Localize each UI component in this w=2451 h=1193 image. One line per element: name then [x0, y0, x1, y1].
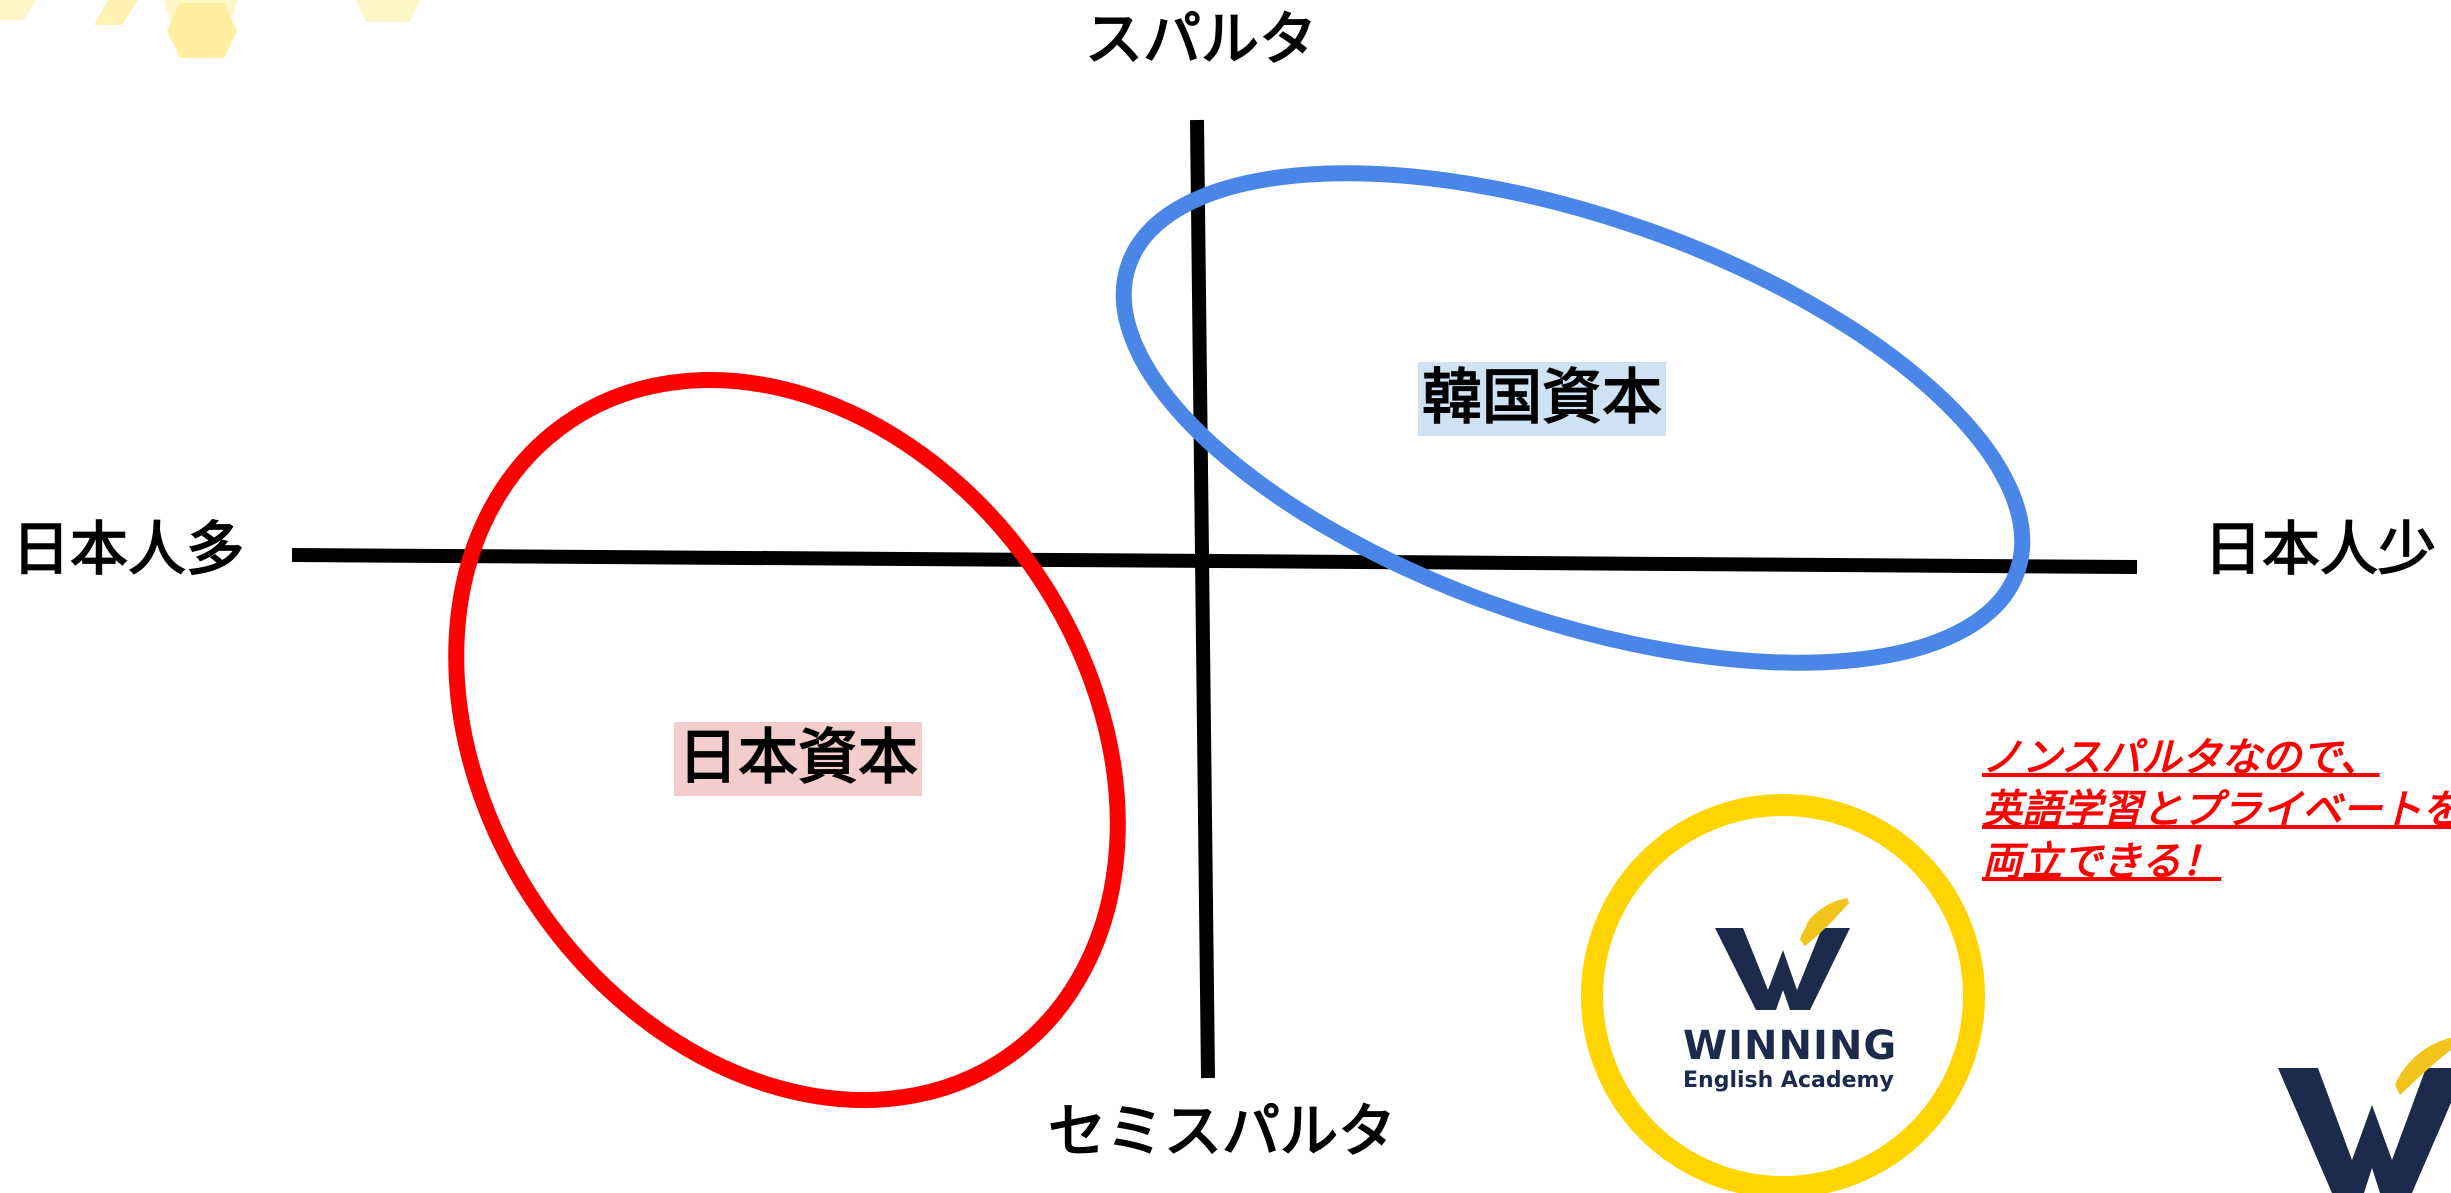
note-line: ノンスパルタなので、	[1982, 735, 2380, 781]
corner-logo-mark	[2278, 1038, 2451, 1193]
logo-leaf-shape	[1800, 902, 1850, 946]
japan-capital-ellipse	[448, 372, 1126, 1108]
vertical-axis	[1190, 119, 1215, 1079]
korea-capital-label: 韓国資本	[1418, 362, 1666, 436]
winning-logo-mark	[1715, 898, 1850, 1010]
axis-label-left: 日本人多	[12, 515, 245, 583]
hexagon-shape	[356, 0, 420, 22]
note-line: 両立できる！	[1982, 839, 2222, 885]
horizontal-axis	[291, 548, 2138, 574]
korea-capital-ellipse	[1115, 165, 2031, 671]
logo-w-shape	[1715, 928, 1850, 1010]
non-sparta-note: ノンスパルタなので、 英語学習とプライベートを 両立できる！	[1982, 732, 2451, 888]
axis-label-top: スパルタ	[1085, 5, 1318, 73]
corner-logo-leaf-shape	[2395, 1038, 2451, 1095]
logo-name: WINNING	[1683, 1023, 1898, 1069]
japan-capital-label: 日本資本	[674, 722, 922, 796]
logo-ring	[1581, 794, 1985, 1193]
axis-label-right: 日本人少	[2204, 515, 2437, 583]
hexagon-shape	[167, 3, 237, 58]
hexagon-shape	[0, 0, 36, 20]
hexagon-shape	[94, 0, 138, 25]
logo-subtitle: English Academy	[1683, 1068, 1894, 1093]
corner-logo-w-shape	[2278, 1068, 2451, 1193]
logo-leaf-stroke	[1806, 898, 1849, 927]
axis-label-bottom: セミスパルタ	[1048, 1097, 1397, 1165]
note-line: 英語学習とプライベートを	[1982, 787, 2451, 833]
hexagon-decoration	[0, 0, 420, 58]
